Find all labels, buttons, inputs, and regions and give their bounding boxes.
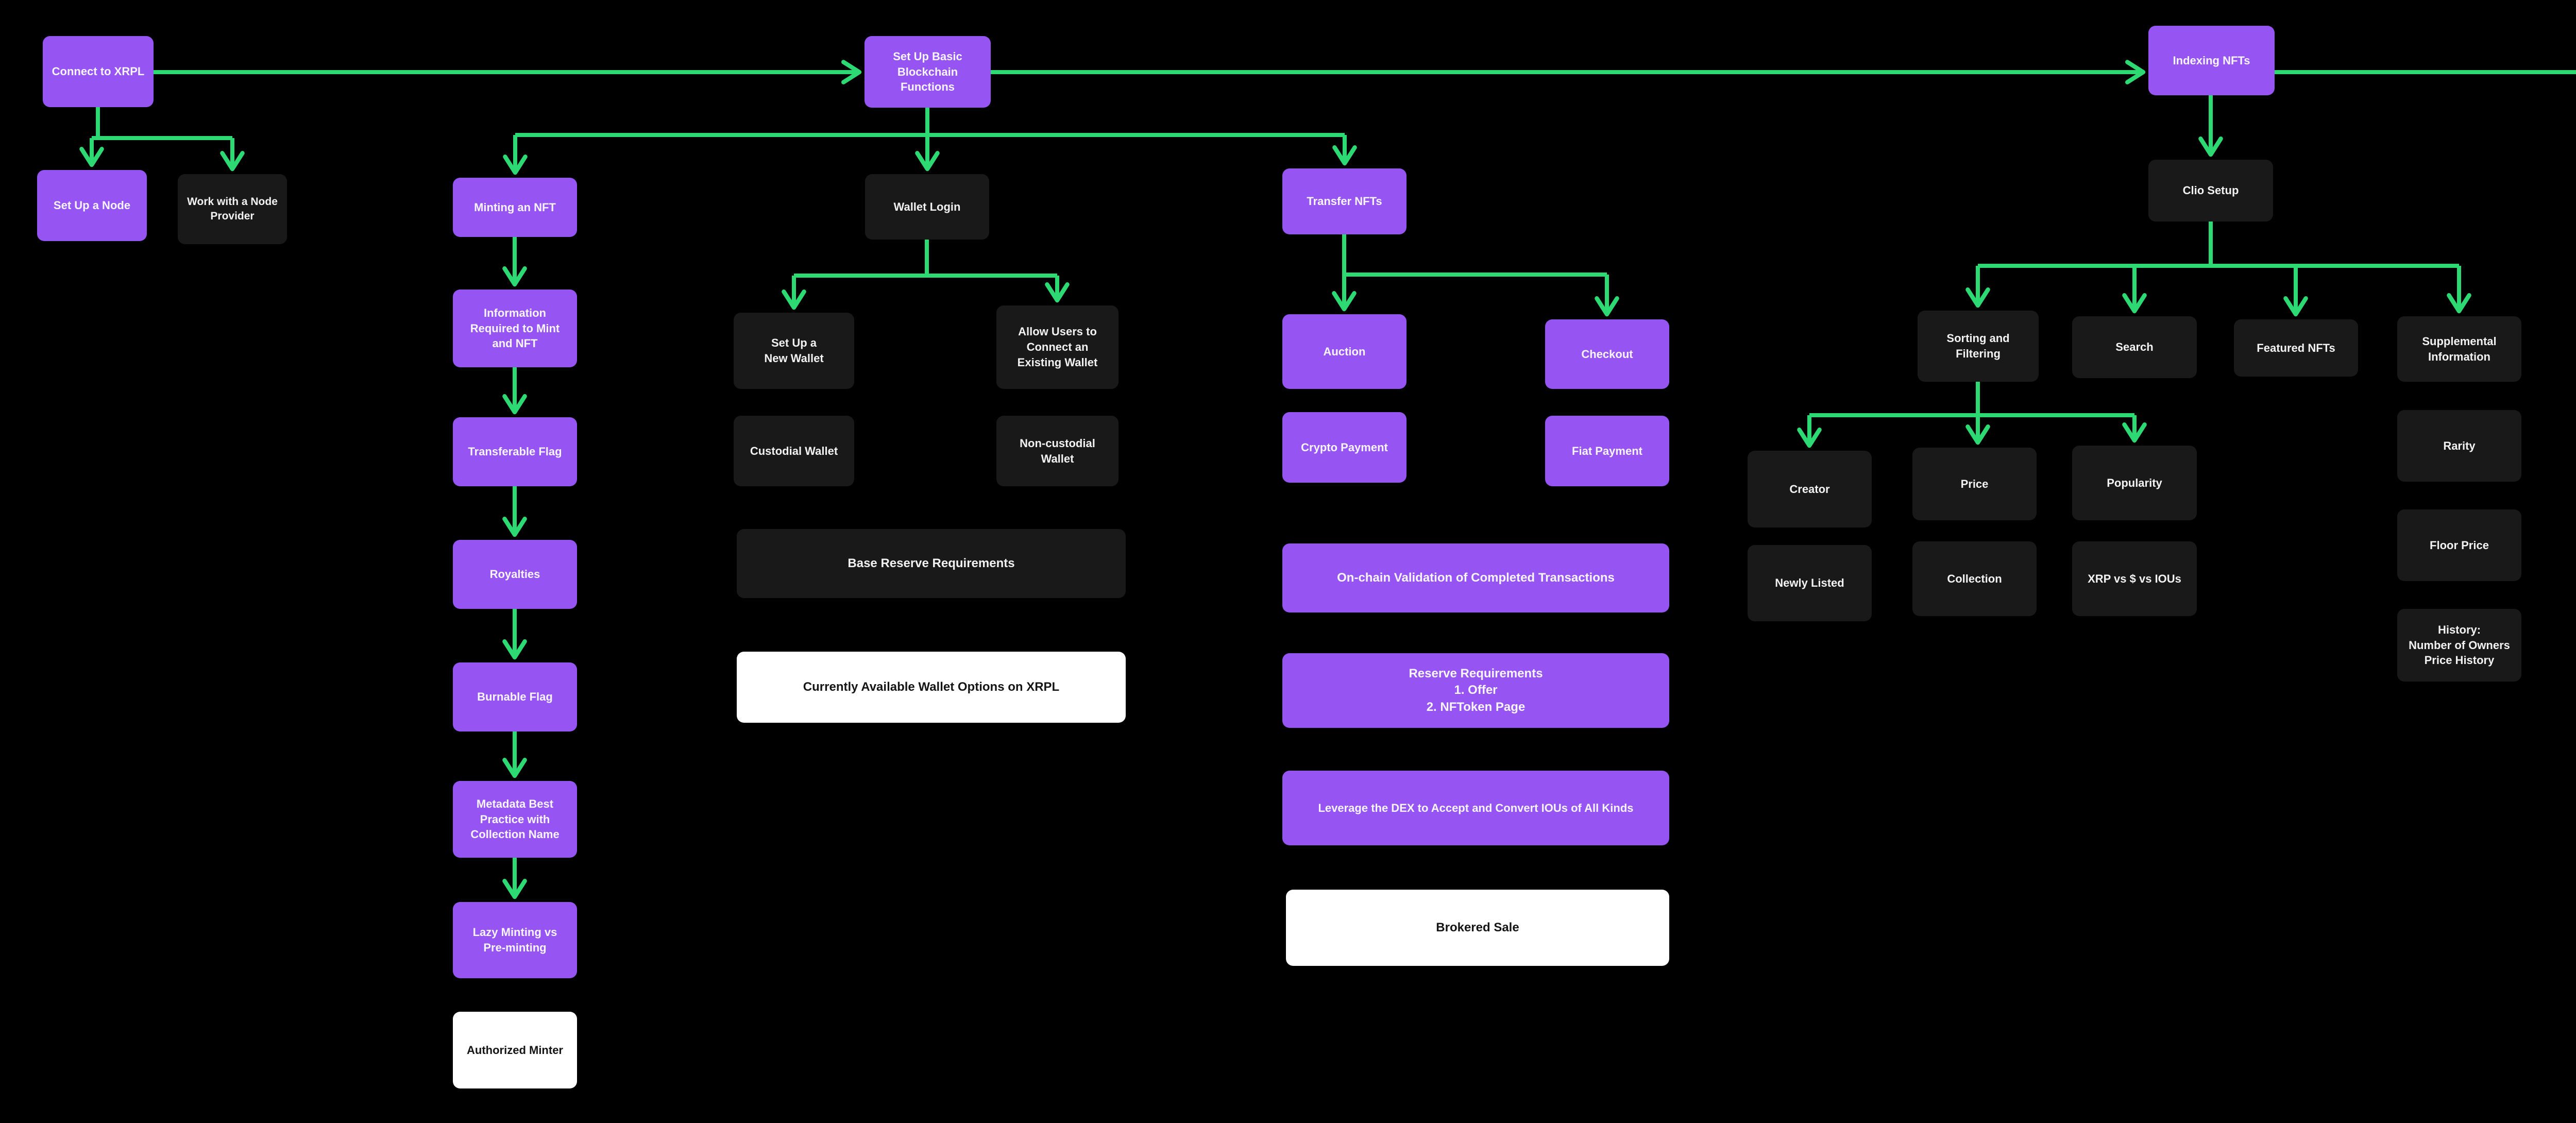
node-connect-to-xrpl[interactable]: Connect to XRPL (43, 36, 154, 107)
node-authorized-minter[interactable]: Authorized Minter (453, 1012, 577, 1088)
node-currently-available-wallet-options[interactable]: Currently Available Wallet Options on XR… (737, 652, 1126, 723)
node-creator[interactable]: Creator (1748, 451, 1872, 528)
node-royalties[interactable]: Royalties (453, 540, 577, 609)
node-leverage-the-dex[interactable]: Leverage the DEX to Accept and Convert I… (1282, 771, 1669, 845)
node-metadata-best-practice[interactable]: Metadata Best Practice with Collection N… (453, 781, 577, 858)
node-indexing-nfts[interactable]: Indexing NFTs (2148, 26, 2275, 95)
node-floor-price[interactable]: Floor Price (2397, 509, 2521, 581)
node-transfer-nfts[interactable]: Transfer NFTs (1282, 168, 1406, 234)
node-clio-setup[interactable]: Clio Setup (2148, 160, 2273, 222)
node-set-up-basic-blockchain-functions[interactable]: Set Up Basic Blockchain Functions (865, 36, 991, 108)
node-rarity[interactable]: Rarity (2397, 410, 2521, 482)
node-minting-an-nft[interactable]: Minting an NFT (453, 178, 577, 237)
node-lazy-minting-vs-pre-minting[interactable]: Lazy Minting vs Pre-minting (453, 902, 577, 978)
node-checkout[interactable]: Checkout (1545, 319, 1669, 389)
node-reserve-requirements[interactable]: Reserve Requirements 1. Offer 2. NFToken… (1282, 653, 1669, 728)
node-brokered-sale[interactable]: Brokered Sale (1286, 890, 1669, 966)
node-information-required-to-mint[interactable]: Information Required to Mint and NFT (453, 290, 577, 367)
node-set-up-a-node[interactable]: Set Up a Node (37, 170, 147, 241)
node-price[interactable]: Price (1912, 448, 2037, 520)
node-search[interactable]: Search (2072, 316, 2197, 378)
node-featured-nfts[interactable]: Featured NFTs (2234, 319, 2358, 377)
node-non-custodial-wallet[interactable]: Non-custodial Wallet (996, 416, 1118, 486)
node-sorting-and-filtering[interactable]: Sorting and Filtering (1918, 311, 2039, 382)
node-base-reserve-requirements[interactable]: Base Reserve Requirements (737, 529, 1126, 598)
node-onchain-validation[interactable]: On-chain Validation of Completed Transac… (1282, 543, 1669, 612)
node-collection[interactable]: Collection (1912, 541, 2037, 616)
node-allow-users-connect-existing-wallet[interactable]: Allow Users to Connect an Existing Walle… (996, 305, 1118, 389)
node-custodial-wallet[interactable]: Custodial Wallet (734, 416, 854, 486)
node-fiat-payment[interactable]: Fiat Payment (1545, 416, 1669, 486)
node-supplemental-information[interactable]: Supplemental Information (2397, 316, 2521, 382)
node-newly-listed[interactable]: Newly Listed (1748, 545, 1872, 621)
node-work-with-node-provider[interactable]: Work with a Node Provider (178, 174, 287, 244)
node-burnable-flag[interactable]: Burnable Flag (453, 662, 577, 731)
node-wallet-login[interactable]: Wallet Login (865, 174, 989, 240)
node-history[interactable]: History: Number of Owners Price History (2397, 609, 2521, 682)
node-popularity[interactable]: Popularity (2072, 446, 2197, 520)
node-transferable-flag[interactable]: Transferable Flag (453, 417, 577, 486)
node-xrp-vs-usd-vs-ious[interactable]: XRP vs $ vs IOUs (2072, 541, 2197, 616)
node-set-up-new-wallet[interactable]: Set Up a New Wallet (734, 313, 854, 389)
node-auction[interactable]: Auction (1282, 314, 1406, 389)
node-crypto-payment[interactable]: Crypto Payment (1282, 412, 1406, 483)
